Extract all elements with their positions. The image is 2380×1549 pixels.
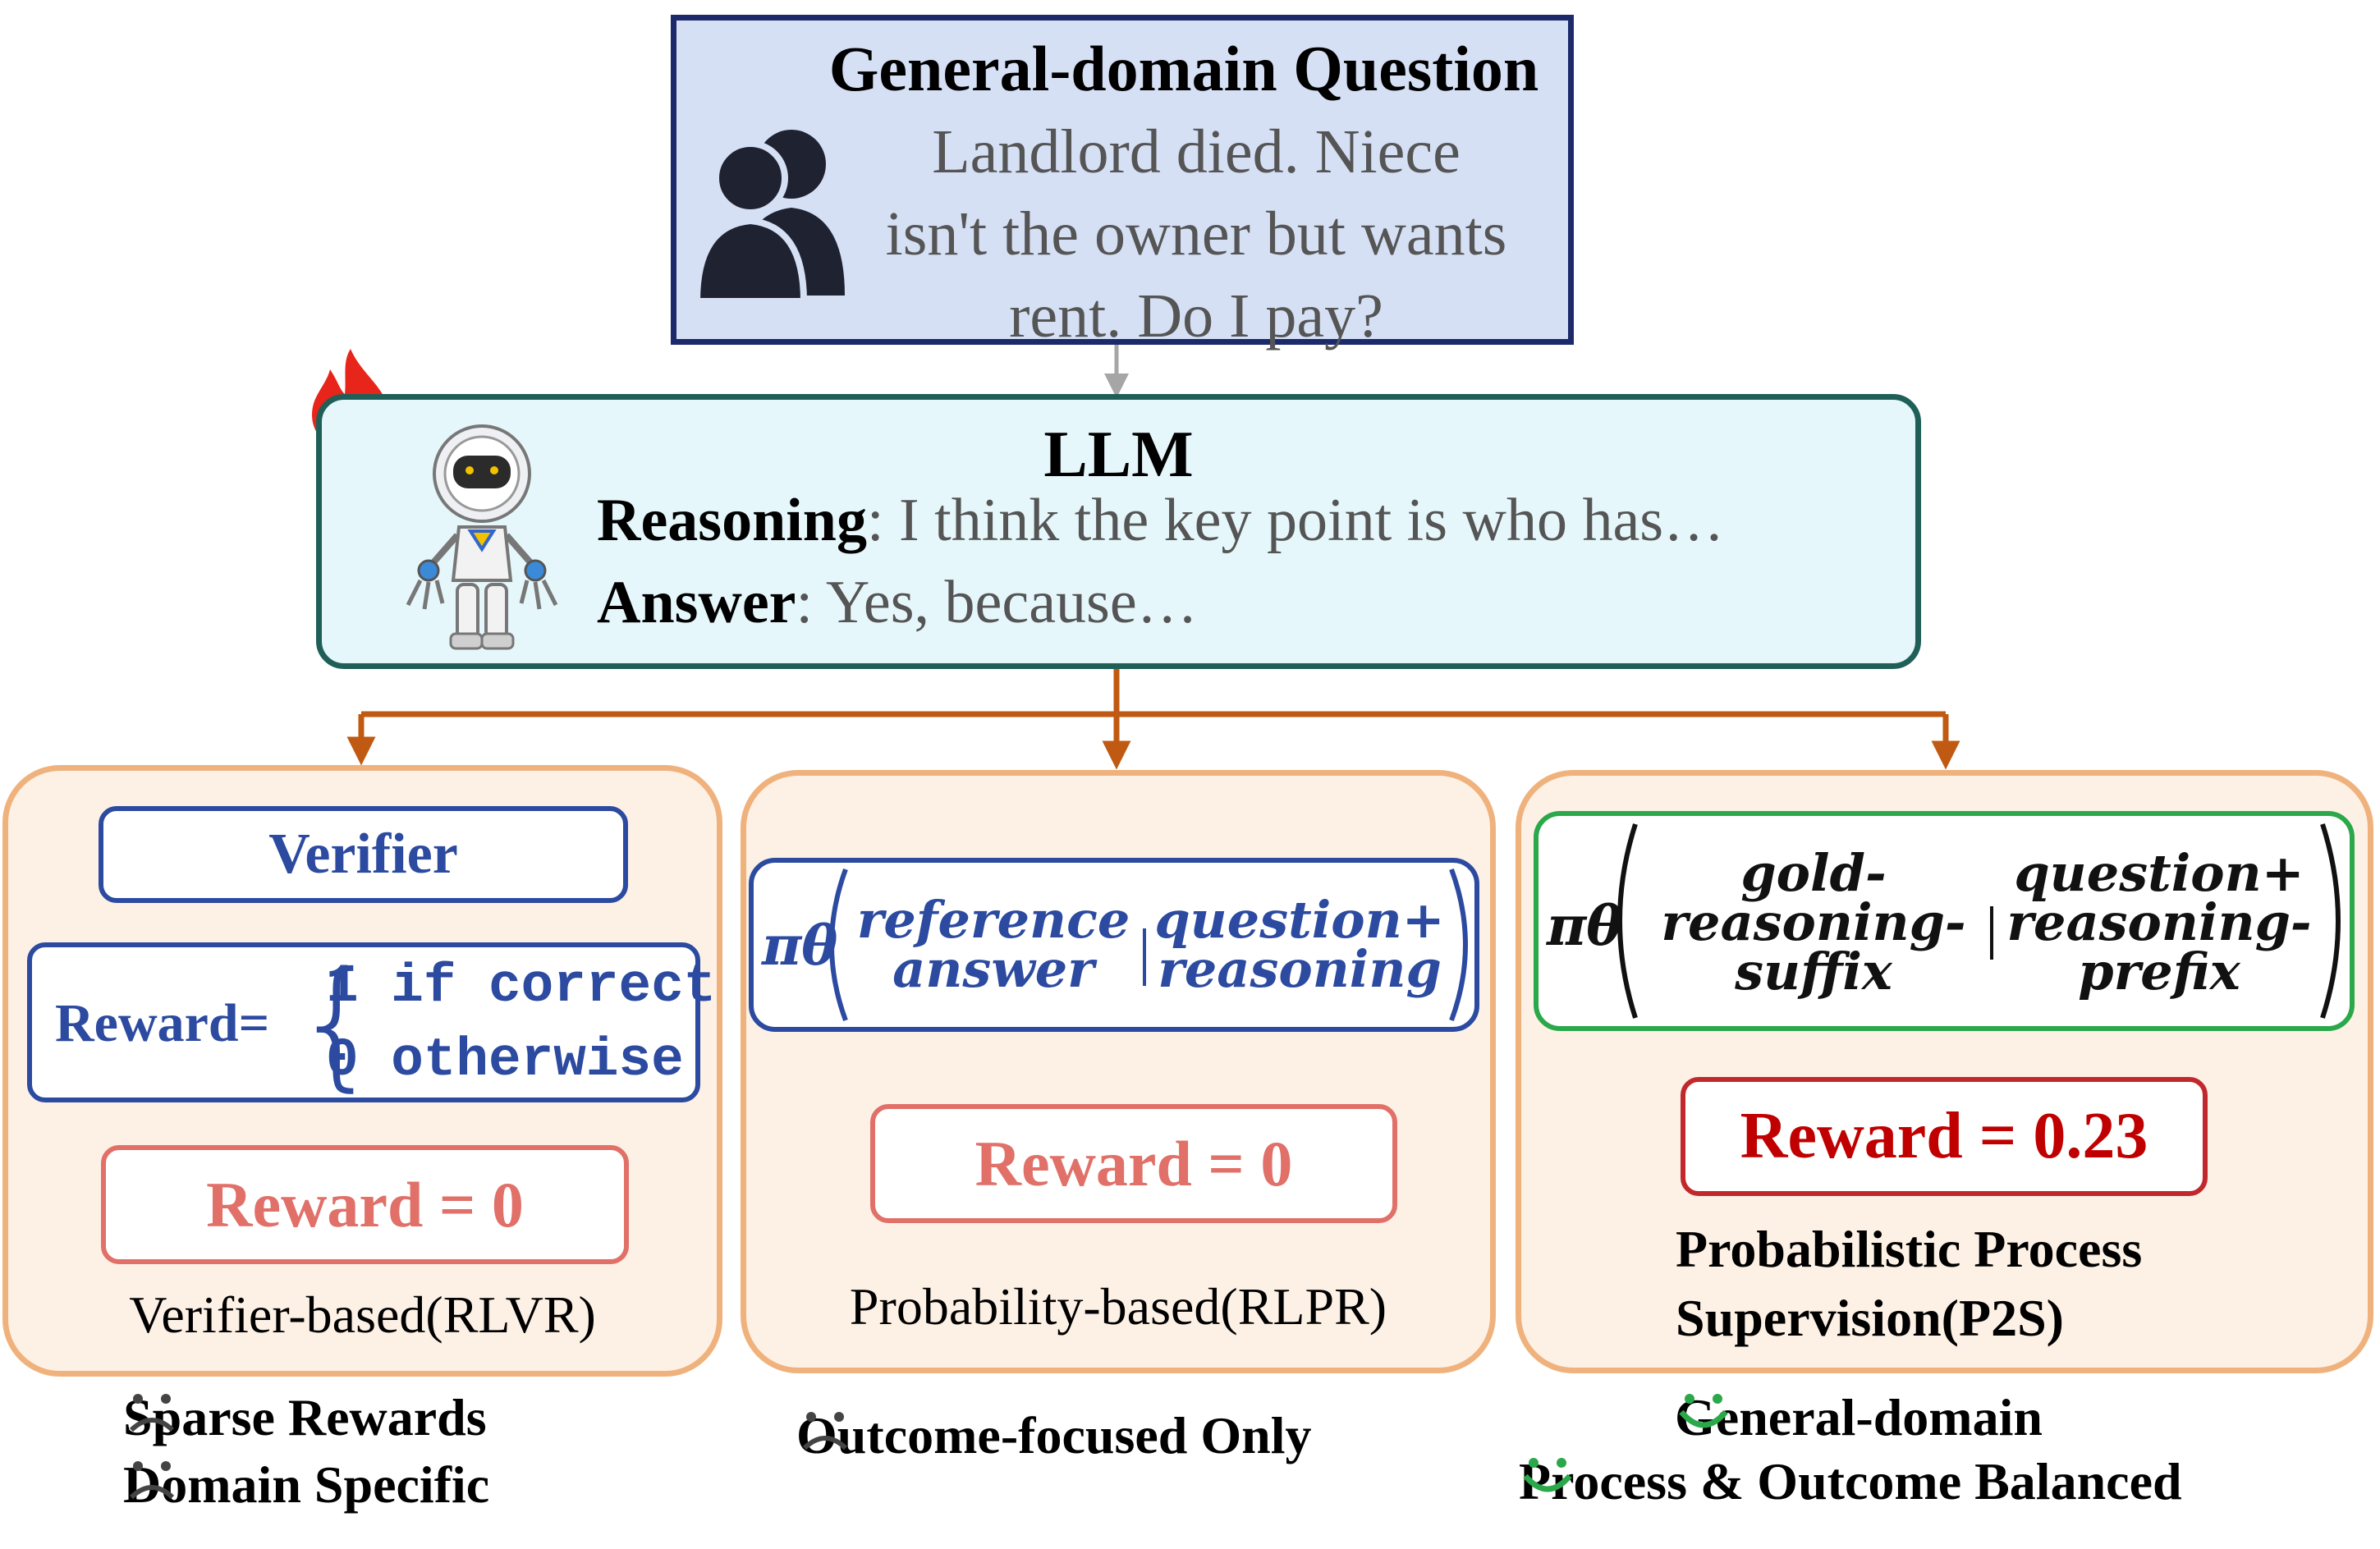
note-text: General-domain: [1675, 1388, 2043, 1446]
note-text: Sparse Rewards: [123, 1388, 487, 1446]
caption-p2s: Probabilistic Process Supervision(P2S): [1516, 1215, 2373, 1353]
reward-value-rlpr: Reward = 0: [870, 1104, 1397, 1223]
reward-case-correct: 1 if correct: [326, 956, 717, 1017]
note-sparse-rewards: Sparse Rewards: [123, 1387, 487, 1448]
formula-term: prefix: [2078, 942, 2240, 1001]
llm-title: LLM: [1043, 419, 1194, 491]
reasoning-label: Reasoning: [597, 487, 867, 554]
smile-face-icon: [1523, 1458, 1572, 1492]
llm-reasoning-line: Reasoning: I think the key point is who …: [597, 486, 1724, 556]
users-icon: [693, 130, 845, 305]
reward-value-p2s: Reward = 0.23: [1681, 1077, 2208, 1196]
question-title: General-domain Question: [828, 33, 1539, 104]
caption-line: Supervision(P2S): [1676, 1289, 2064, 1347]
question-line: rent. Do I pay?: [1009, 282, 1383, 351]
robot-icon: [406, 424, 558, 650]
smile-face-icon: [1679, 1394, 1728, 1428]
formula-numerator: reference answer: [846, 890, 1141, 999]
note-domain-specific: Domain Specific: [123, 1455, 489, 1515]
caption-rlpr: Probability-based(RLPR): [849, 1277, 1387, 1336]
formula-term: reasoning-: [1661, 892, 1966, 952]
note-general-domain: General-domain: [1675, 1387, 2043, 1448]
brace-symbol: {: [293, 942, 383, 1105]
question-box: General-domain Question Landlord died. N…: [671, 15, 1574, 351]
answer-text: : Yes, because…: [796, 569, 1198, 636]
reward-function-box: Reward= { 1 if correct 0 otherwise: [27, 942, 716, 1105]
formula-term: answer: [892, 939, 1094, 999]
sad-face-icon: [129, 1394, 175, 1432]
formula-term: reasoning-: [2006, 892, 2312, 952]
formula-term: reasoning: [1158, 939, 1442, 999]
formula-condition: question+ reasoning: [1148, 890, 1451, 999]
question-line: isn't the owner but wants: [885, 199, 1507, 268]
probability-formula-rlpr: πθ reference answer question+ reasoning: [749, 858, 1479, 1032]
verifier-box: Verifier: [99, 806, 628, 903]
caption-rlvr: Verifier-based(RLVR): [129, 1285, 596, 1344]
formula-term: suffix: [1735, 942, 1892, 1001]
note-text: Outcome-focused Only: [796, 1406, 1312, 1464]
reasoning-text: : I think the key point is who has…: [866, 487, 1725, 554]
formula-parentheses: [1617, 823, 2341, 1019]
formula-term: question+: [1154, 890, 1445, 950]
note-text: Domain Specific: [123, 1455, 490, 1514]
note-text: Process & Outcome Balanced: [1519, 1452, 2182, 1510]
formula-term: question+: [2014, 843, 2304, 903]
question-text: Landlord died. Niece isn't the owner but…: [841, 111, 1552, 357]
caption-line: Probabilistic Process: [1676, 1220, 2143, 1278]
reward-function-label: Reward=: [55, 993, 270, 1053]
pi-theta-symbol: πθ: [1547, 894, 1623, 958]
note-process-outcome: Process & Outcome Balanced: [1519, 1451, 2182, 1512]
arrow-llm-split: [361, 669, 1946, 717]
reward-value-rlvr: Reward = 0: [101, 1145, 629, 1264]
formula-term: gold-: [1740, 843, 1887, 903]
formula-parentheses: [829, 868, 1468, 1022]
llm-answer-line: Answer: Yes, because…: [597, 568, 1198, 638]
sad-face-icon: [129, 1461, 175, 1500]
pi-theta-symbol: πθ: [762, 914, 838, 978]
formula-term: reference: [856, 890, 1130, 950]
question-line: Landlord died. Niece: [932, 117, 1461, 186]
note-outcome-focused: Outcome-focused Only: [796, 1405, 1312, 1466]
answer-label: Answer: [597, 569, 796, 636]
formula-condition: question+ reasoning- prefix: [1995, 843, 2323, 1001]
reward-case-otherwise: 0 otherwise: [326, 1029, 684, 1091]
probability-formula-p2s: πθ gold- reasoning- suffix question+ rea…: [1534, 811, 2355, 1031]
sad-face-icon: [802, 1412, 848, 1450]
formula-numerator: gold- reasoning- suffix: [1637, 843, 1990, 1001]
llm-box: LLM Reasoning: I think the key point is …: [316, 394, 1921, 669]
